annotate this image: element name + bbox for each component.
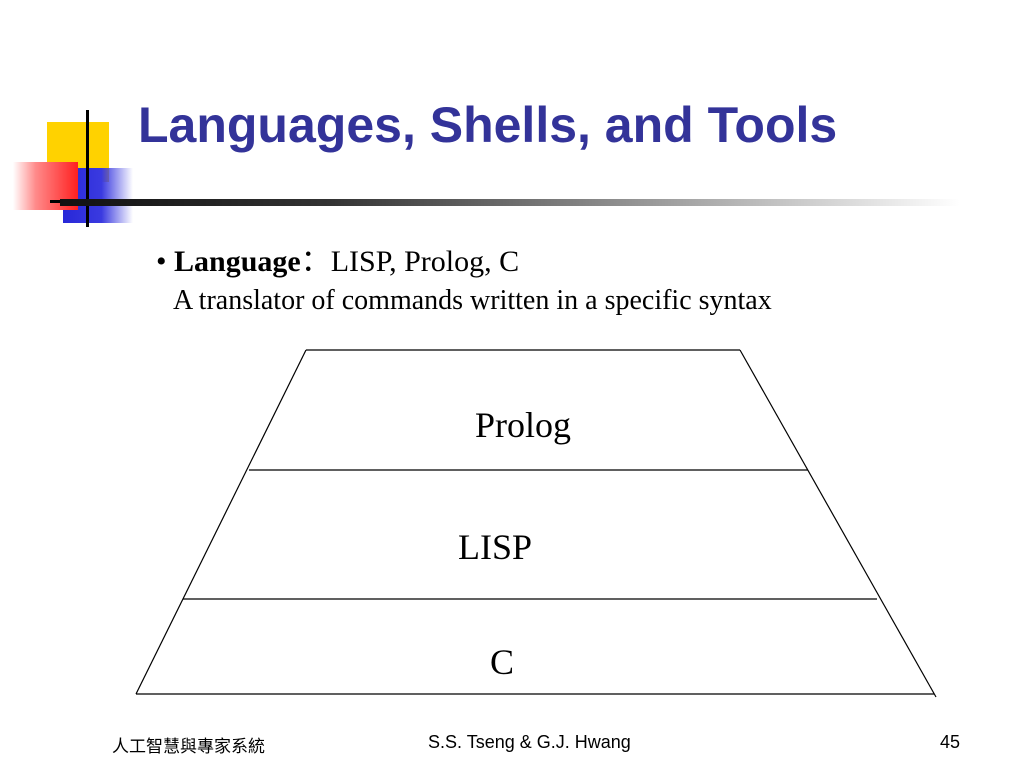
bullet-language: • Language：LISP, Prolog, C	[156, 236, 519, 280]
bullet-description: A translator of commands written in a sp…	[173, 285, 772, 316]
logo-vertical-line	[86, 110, 89, 227]
bullet-term: Language	[174, 245, 301, 278]
title-underline-rule	[60, 199, 960, 206]
pyramid-left-edge	[135, 349, 307, 695]
layer-label-c: C	[490, 642, 515, 682]
bullet-separator: ：	[300, 245, 331, 278]
layer-label-lisp: LISP	[458, 527, 533, 567]
layer-label-prolog: Prolog	[475, 405, 572, 445]
pyramid-right-edge	[739, 349, 937, 698]
footer-page-number: 45	[940, 732, 961, 752]
slide-title: Languages, Shells, and Tools	[138, 97, 838, 153]
footer-authors: S.S. Tseng & G.J. Hwang	[428, 732, 631, 752]
bullet-items: LISP, Prolog, C	[330, 245, 520, 278]
footer-course-title: 人工智慧與專家系統	[112, 737, 265, 757]
bullet-marker: •	[156, 245, 167, 278]
